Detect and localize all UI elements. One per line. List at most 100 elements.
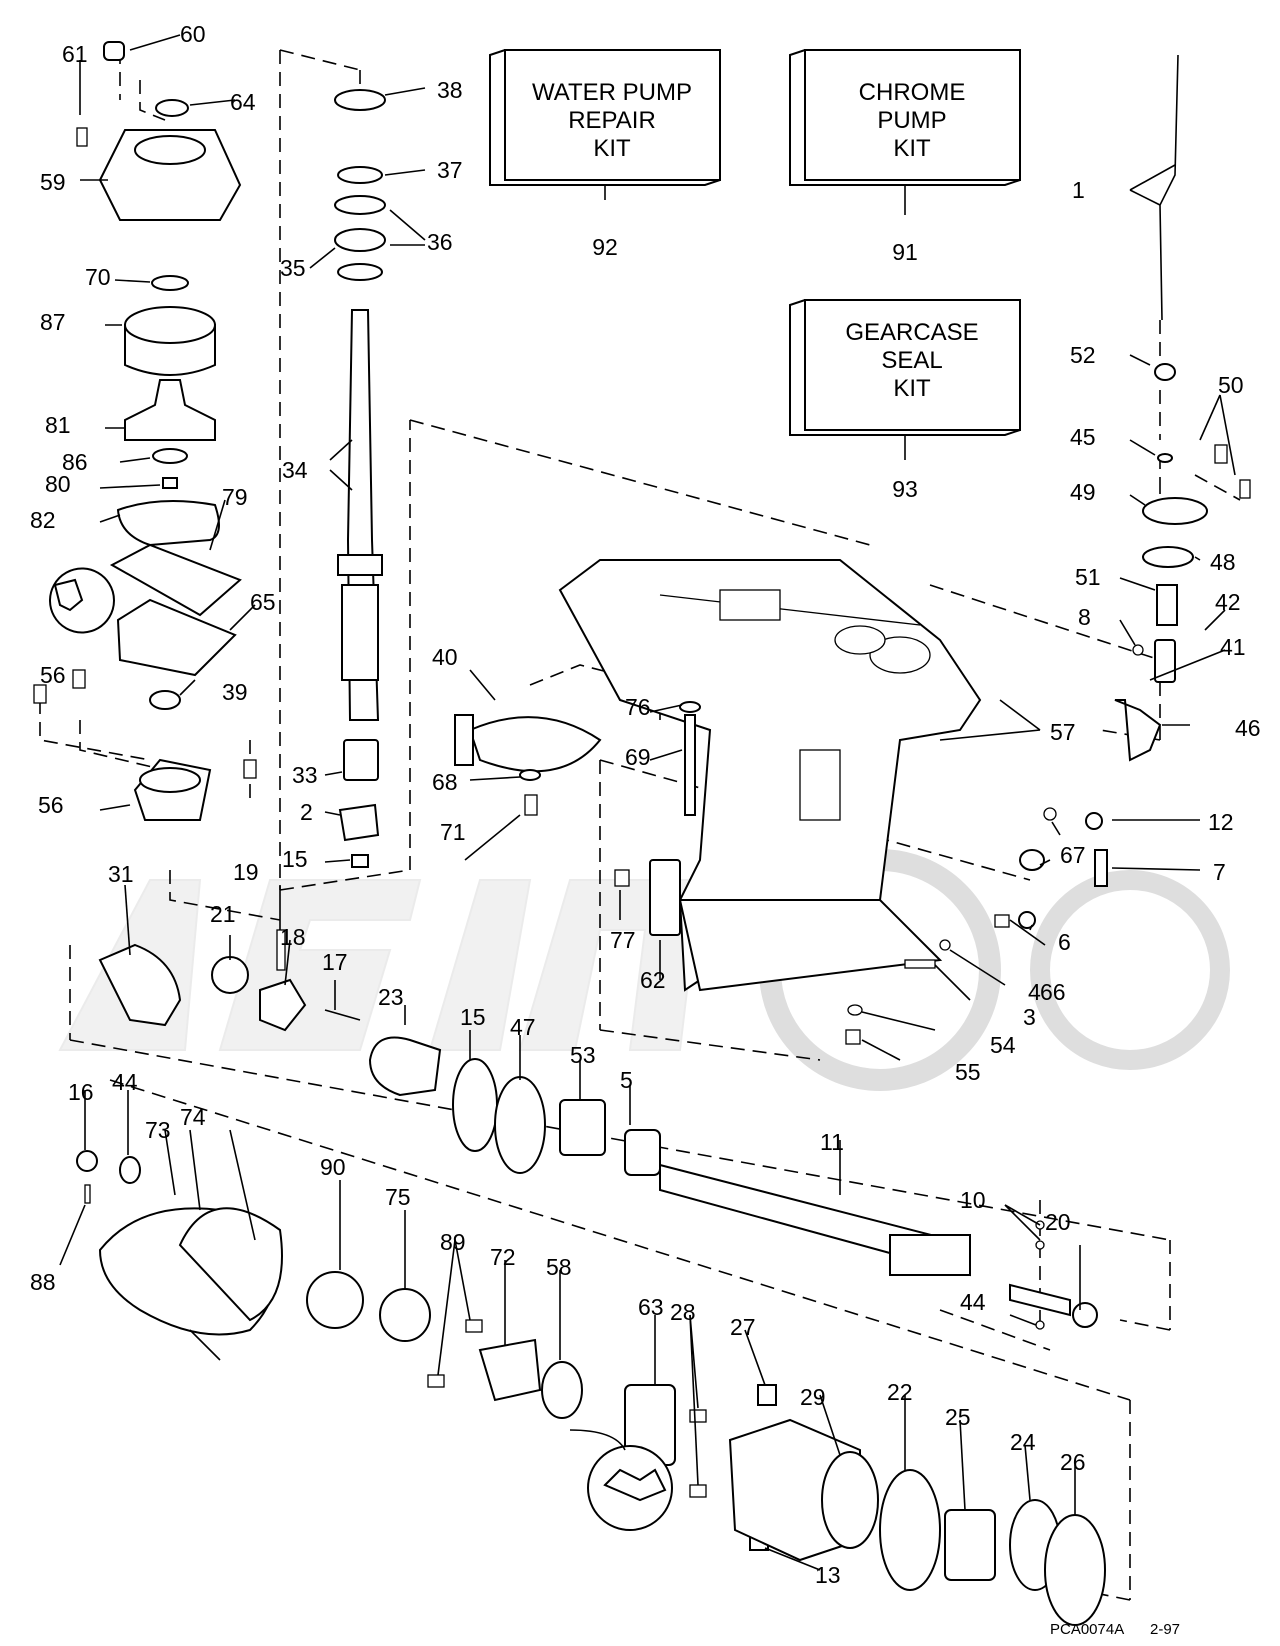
callout-57: 57 <box>1050 719 1076 745</box>
footer-date: 2-97 <box>1150 1621 1180 1638</box>
callout-24: 24 <box>1010 1429 1036 1455</box>
callout-4: 4 <box>1028 979 1041 1005</box>
callout-2: 2 <box>300 799 313 825</box>
assembly-lines <box>39 49 1241 1601</box>
gearcase-seal-kit-number: 93 <box>892 476 918 502</box>
callout-61: 61 <box>62 41 88 67</box>
callout-75: 75 <box>385 1184 411 1210</box>
callout-17: 17 <box>322 949 348 975</box>
callout-81: 81 <box>45 412 71 438</box>
callout-25: 25 <box>945 1404 971 1430</box>
callout-35: 35 <box>280 255 306 281</box>
callout-20: 20 <box>1045 1209 1071 1235</box>
callout-58: 58 <box>546 1254 572 1280</box>
water-pump-kit-line: WATER PUMP <box>532 79 692 106</box>
callout-3: 3 <box>1023 1004 1036 1030</box>
callout-23: 23 <box>378 984 404 1010</box>
callout-45: 45 <box>1070 424 1096 450</box>
callout-49: 49 <box>1070 479 1096 505</box>
callout-89: 89 <box>440 1229 466 1255</box>
callout-86: 86 <box>62 449 88 475</box>
callout-26: 26 <box>1060 1449 1086 1475</box>
callout-52: 52 <box>1070 342 1096 368</box>
callout-53: 53 <box>570 1042 596 1068</box>
callout-47: 47 <box>510 1014 536 1040</box>
callout-55: 55 <box>955 1059 981 1085</box>
callout-71: 71 <box>440 819 466 845</box>
callout-33: 33 <box>292 762 318 788</box>
callout-88: 88 <box>30 1269 56 1295</box>
gearcase-seal-kit-line: KIT <box>893 375 931 402</box>
callout-64: 64 <box>230 89 256 115</box>
callout-27: 27 <box>730 1314 756 1340</box>
callout-11: 11 <box>820 1129 844 1155</box>
driveshaft-parts <box>334 89 386 868</box>
callout-63: 63 <box>638 1294 664 1320</box>
gearcase-seal-kit-line: SEAL <box>881 347 942 374</box>
kit-labels: WATER PUMPREPAIRKIT92CHROMEPUMPKIT91GEAR… <box>532 79 979 502</box>
callout-5: 5 <box>620 1067 633 1093</box>
middle-parts <box>454 54 1251 1045</box>
callout-77: 77 <box>610 927 636 953</box>
callout-41: 41 <box>1220 634 1246 660</box>
callout-36: 36 <box>427 229 453 255</box>
callout-22: 22 <box>887 1379 913 1405</box>
callout-67: 67 <box>1060 842 1086 868</box>
callout-72: 72 <box>490 1244 516 1270</box>
callout-56: 56 <box>40 662 66 688</box>
callout-13: 13 <box>815 1562 841 1588</box>
callout-74: 74 <box>180 1104 206 1130</box>
callout-15: 15 <box>460 1004 486 1030</box>
callout-31: 31 <box>108 861 134 887</box>
chrome-pump-kit-line: CHROME <box>859 79 966 106</box>
callout-46: 46 <box>1235 715 1261 741</box>
callout-59: 59 <box>40 169 66 195</box>
callout-22: 22 <box>0 0 26 5</box>
callout-65: 65 <box>250 589 276 615</box>
water-pump-kit-line: KIT <box>593 135 631 162</box>
callout-37: 37 <box>437 157 463 183</box>
callout-labels: 6061645970878186808279655639563837363534… <box>0 0 1261 1588</box>
water-pump-kit-number: 92 <box>592 234 618 260</box>
gearcase-housing <box>558 559 982 992</box>
prop-shaft-parts <box>76 929 1106 1626</box>
callout-1: 1 <box>1072 177 1085 203</box>
callout-10: 10 <box>960 1187 986 1213</box>
chrome-pump-kit-line: KIT <box>893 135 931 162</box>
callout-8: 8 <box>1078 604 1091 630</box>
callout-80: 80 <box>45 471 71 497</box>
water-pump-parts <box>33 41 257 821</box>
callout-40: 40 <box>432 644 458 670</box>
gearcase-seal-kit-line: GEARCASE <box>845 319 978 346</box>
callout-14: 14 <box>0 0 26 5</box>
callout-28: 28 <box>670 1299 696 1325</box>
callout-44: 44 <box>112 1069 138 1095</box>
callout-90: 90 <box>320 1154 346 1180</box>
callout-73: 73 <box>145 1117 171 1143</box>
chrome-pump-kit-line: PUMP <box>877 107 946 134</box>
leader-lines <box>59 34 1236 1571</box>
callout-39: 39 <box>222 679 248 705</box>
callout-70: 70 <box>85 264 111 290</box>
callout-82: 82 <box>30 507 56 533</box>
callout-6: 6 <box>1058 929 1071 955</box>
callout-29: 29 <box>800 1384 826 1410</box>
callout-48: 48 <box>1210 549 1236 575</box>
footer-code: PCA0074A <box>1050 1621 1124 1638</box>
callout-42: 42 <box>1215 589 1241 615</box>
callout-51: 51 <box>1075 564 1101 590</box>
kit-boxes <box>489 49 1021 436</box>
callout-16: 16 <box>68 1079 94 1105</box>
callout-62: 62 <box>640 967 666 993</box>
chrome-pump-kit-number: 91 <box>892 239 918 265</box>
callout-21: 21 <box>210 901 236 927</box>
callout-69: 69 <box>625 744 651 770</box>
callout-68: 68 <box>432 769 458 795</box>
callout-66: 66 <box>1040 979 1066 1005</box>
callout-56: 56 <box>38 792 64 818</box>
callout-60: 60 <box>180 21 206 47</box>
callout-15: 15 <box>282 846 308 872</box>
callout-34: 34 <box>282 457 308 483</box>
callout-19: 19 <box>233 859 259 885</box>
